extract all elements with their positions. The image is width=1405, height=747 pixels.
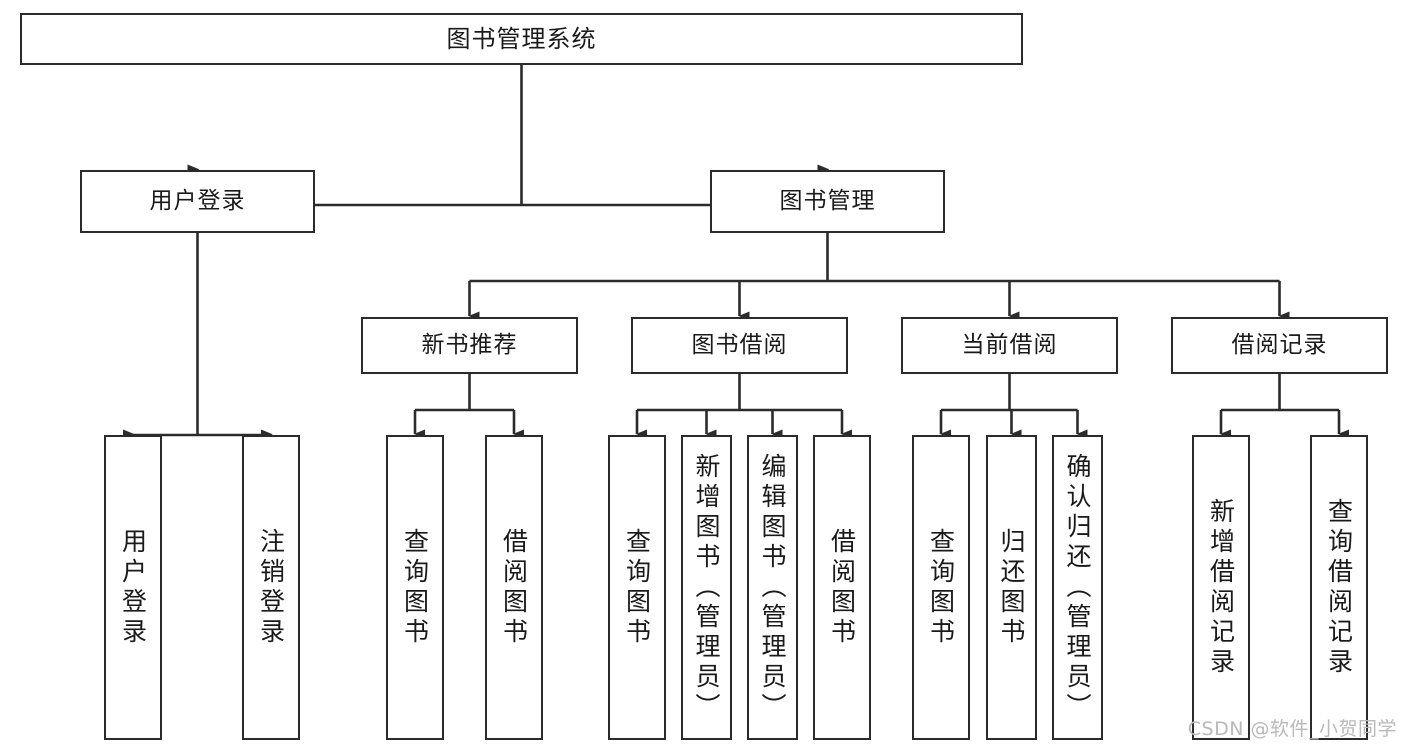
node-current-borrow[interactable]: 当前借阅 <box>901 317 1118 374</box>
node-book-manage-label: 图书管理 <box>779 187 876 214</box>
node-leaf-add-book-label: 新增图书（管理员） <box>692 452 721 723</box>
node-leaf-edit-book-label: 编辑图书（管理员） <box>758 452 787 723</box>
node-new-book-recommend-label: 新书推荐 <box>421 331 518 358</box>
node-leaf-query-book-3-label: 查询图书 <box>926 527 956 648</box>
node-leaf-borrow-book-1[interactable]: 借阅图书 <box>485 435 543 740</box>
node-leaf-user-logout[interactable]: 注销登录 <box>242 435 300 740</box>
node-leaf-query-book-3[interactable]: 查询图书 <box>912 435 970 740</box>
node-leaf-borrow-book-2-label: 借阅图书 <box>827 527 857 648</box>
node-leaf-user-logout-label: 注销登录 <box>256 527 286 648</box>
node-root-label: 图书管理系统 <box>446 24 597 53</box>
node-leaf-query-book-2-label: 查询图书 <box>622 527 652 648</box>
node-leaf-query-book-1[interactable]: 查询图书 <box>386 435 444 740</box>
node-leaf-confirm-return[interactable]: 确认归还（管理员） <box>1052 435 1103 740</box>
node-leaf-borrow-book-1-label: 借阅图书 <box>499 527 529 648</box>
node-user-login-label: 用户登录 <box>149 187 246 214</box>
node-book-manage[interactable]: 图书管理 <box>710 170 945 233</box>
node-book-borrow-label: 图书借阅 <box>691 331 788 358</box>
node-leaf-borrow-book-2[interactable]: 借阅图书 <box>813 435 871 740</box>
node-leaf-query-book-2[interactable]: 查询图书 <box>608 435 666 740</box>
node-leaf-return-book-label: 归还图书 <box>997 527 1026 648</box>
node-leaf-query-borrow-record-label: 查询借阅记录 <box>1324 497 1354 678</box>
node-leaf-user-login[interactable]: 用户登录 <box>104 435 162 740</box>
node-borrow-record-label: 借阅记录 <box>1231 331 1328 358</box>
node-current-borrow-label: 当前借阅 <box>961 331 1058 358</box>
node-leaf-add-borrow-record[interactable]: 新增借阅记录 <box>1192 435 1250 740</box>
node-borrow-record[interactable]: 借阅记录 <box>1171 317 1388 374</box>
watermark-text: CSDN @软件_小贺同学 <box>1187 718 1397 740</box>
node-root[interactable]: 图书管理系统 <box>20 13 1023 65</box>
node-leaf-add-borrow-record-label: 新增借阅记录 <box>1206 497 1236 678</box>
node-new-book-recommend[interactable]: 新书推荐 <box>361 317 578 374</box>
node-leaf-return-book[interactable]: 归还图书 <box>986 435 1037 740</box>
node-book-borrow[interactable]: 图书借阅 <box>631 317 848 374</box>
node-leaf-query-book-1-label: 查询图书 <box>400 527 430 648</box>
node-user-login[interactable]: 用户登录 <box>80 170 315 233</box>
node-leaf-confirm-return-label: 确认归还（管理员） <box>1063 452 1092 723</box>
node-leaf-edit-book[interactable]: 编辑图书（管理员） <box>747 435 798 740</box>
node-leaf-query-borrow-record[interactable]: 查询借阅记录 <box>1310 435 1368 740</box>
node-leaf-add-book[interactable]: 新增图书（管理员） <box>681 435 732 740</box>
node-leaf-user-login-label: 用户登录 <box>118 527 148 648</box>
